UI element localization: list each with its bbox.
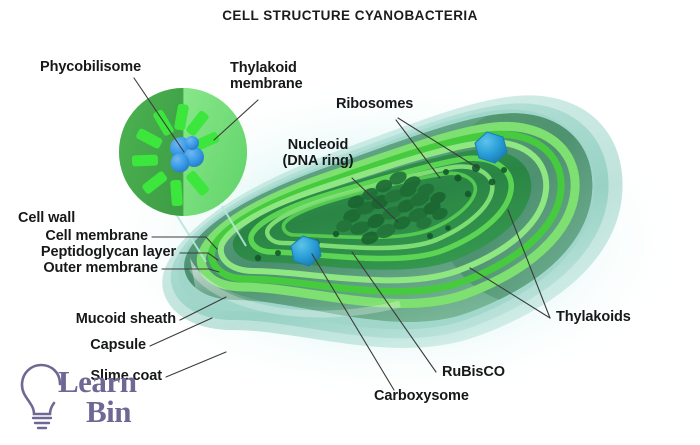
page-title: CELL STRUCTURE CYANOBACTERIA — [222, 8, 478, 23]
leader-ribosomes-b — [395, 119, 441, 179]
leader-rubisco — [351, 251, 437, 373]
label-nucleoid-line1: Nucleoid — [287, 137, 349, 153]
logo-word-learn: Learn — [58, 364, 137, 399]
label-nucleoid: Nucleoid (DNA ring) — [258, 137, 378, 169]
label-ribosomes: Ribosomes — [336, 96, 414, 112]
leader-slime-coat — [165, 351, 227, 378]
leader-thylakoid-membrane — [213, 99, 259, 141]
leader-capsule — [149, 317, 213, 347]
leader-nucleoid — [351, 177, 399, 223]
body-rim-light — [188, 266, 401, 318]
label-phycobilisome: Phycobilisome — [40, 59, 142, 75]
label-nucleoid-line2: (DNA ring) — [282, 152, 354, 169]
lightbulb-icon — [20, 363, 62, 430]
phycobilisome-rods — [131, 103, 220, 207]
magnifier-connector — [175, 205, 247, 263]
label-capsule: Capsule — [90, 337, 146, 353]
phycobilisome-inset — [119, 88, 247, 216]
leader-phycobilisome — [133, 77, 185, 153]
leader-ribosomes-a — [397, 117, 479, 169]
leader-thylakoids-a — [469, 267, 551, 319]
label-slime-coat: Slime coat — [90, 368, 162, 384]
label-carboxysome: Carboxysome — [374, 388, 469, 404]
nucleoid-dna-ring — [336, 171, 448, 245]
logo-word-bin: Bin — [86, 394, 132, 429]
leader-carboxysome — [311, 253, 395, 391]
label-mucoid-sheath: Mucoid sheath — [75, 311, 176, 327]
leader-mucoid-sheath — [179, 296, 227, 321]
label-peptidoglycan-layer: Peptidoglycan layer — [40, 244, 176, 260]
leader-peptidoglycan — [179, 252, 219, 261]
label-thylakoids: Thylakoids — [556, 309, 631, 325]
label-cell-membrane: Cell membrane — [45, 228, 148, 244]
label-thylakoid-membrane-line1: Thylakoid — [230, 60, 297, 76]
leader-outer-membrane — [161, 268, 220, 273]
carboxysome-left — [290, 235, 322, 267]
phycobilisome-core — [170, 136, 204, 173]
leader-lines — [133, 77, 551, 391]
learnbin-logo[interactable]: Learn Bin — [14, 362, 164, 436]
outer-membrane-band — [196, 121, 580, 308]
label-thylakoid-membrane: Thylakoid membrane — [230, 60, 303, 92]
label-thylakoid-membrane-line2: membrane — [230, 75, 303, 92]
leader-thylakoids-b — [507, 209, 551, 319]
label-rubisco: RuBisCO — [442, 364, 505, 380]
thylakoid-loop-2 — [265, 164, 495, 251]
label-outer-membrane: Outer membrane — [43, 260, 158, 276]
carboxysome-right — [474, 131, 508, 164]
peptidoglycan-band — [208, 130, 565, 295]
leader-cell-membrane — [151, 236, 218, 250]
label-cell-wall: Cell wall — [18, 210, 76, 226]
